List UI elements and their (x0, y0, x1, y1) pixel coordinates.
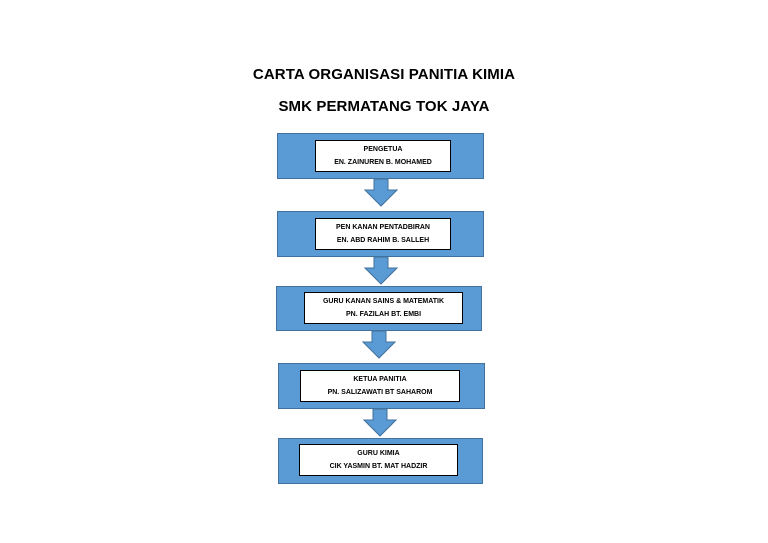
org-node-label-box: PEN KANAN PENTADBIRAN EN. ABD RAHIM B. S… (315, 218, 451, 250)
node-role: GURU KANAN SAINS & MATEMATIK (322, 298, 445, 305)
node-role: KETUA PANITIA (353, 376, 407, 383)
org-node-label-box: KETUA PANITIA PN. SALIZAWATI BT SAHAROM (300, 370, 460, 402)
school-name: SMK PERMATANG TOK JAYA (278, 98, 490, 115)
node-role: GURU KIMIA (357, 450, 400, 457)
down-arrow-icon (363, 409, 397, 437)
org-node-label-box: GURU KANAN SAINS & MATEMATIK PN. FAZILAH… (304, 292, 463, 324)
node-person: PN. SALIZAWATI BT SAHAROM (327, 389, 433, 396)
node-role: PEN KANAN PENTADBIRAN (336, 224, 430, 231)
node-person: EN. ABD RAHIM B. SALLEH (336, 237, 430, 244)
org-node-label-box: GURU KIMIA CIK YASMIN BT. MAT HADZIR (299, 444, 458, 476)
chart-title: CARTA ORGANISASI PANITIA KIMIA (252, 66, 516, 83)
node-person: PN. FAZILAH BT. EMBI (345, 311, 422, 318)
org-node-label-box: PENGETUA EN. ZAINUREN B. MOHAMED (315, 140, 451, 172)
down-arrow-icon (362, 331, 396, 359)
down-arrow-icon (364, 257, 398, 285)
down-arrow-icon (364, 179, 398, 207)
node-role: PENGETUA (363, 146, 403, 153)
node-person: EN. ZAINUREN B. MOHAMED (334, 159, 432, 166)
node-person: CIK YASMIN BT. MAT HADZIR (329, 463, 428, 470)
